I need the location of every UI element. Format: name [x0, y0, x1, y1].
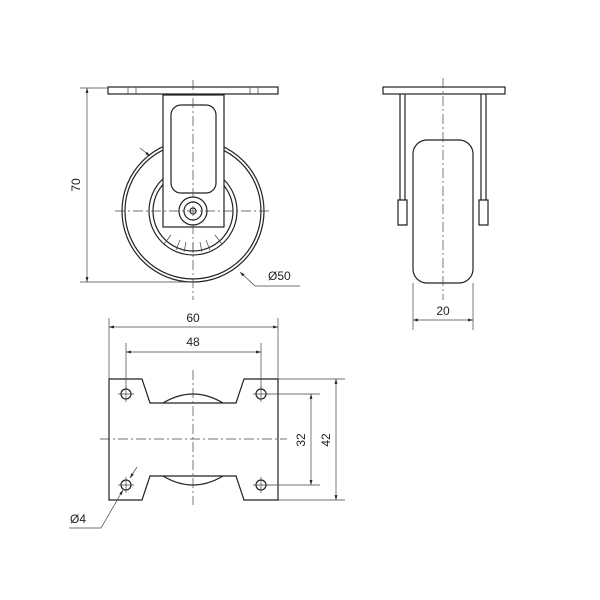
dim-hole-diameter-label: Ø4 — [70, 512, 86, 526]
dim-plate-depth-label: 42 — [319, 433, 333, 447]
side-view: 20 — [382, 78, 506, 330]
front-view: 70 Ø50 — [69, 80, 300, 300]
dim-plate-width-label: 60 — [186, 311, 200, 325]
dim-hole-spacing-y-label: 32 — [294, 433, 308, 447]
dim-wheel-diameter-label: Ø50 — [268, 269, 291, 283]
dim-wheel-width-label: 20 — [436, 304, 450, 318]
dim-hole-spacing-x-label: 48 — [186, 335, 200, 349]
bottom-view: 60 48 32 42 Ø4 — [69, 311, 345, 529]
dim-height-label: 70 — [69, 178, 83, 192]
